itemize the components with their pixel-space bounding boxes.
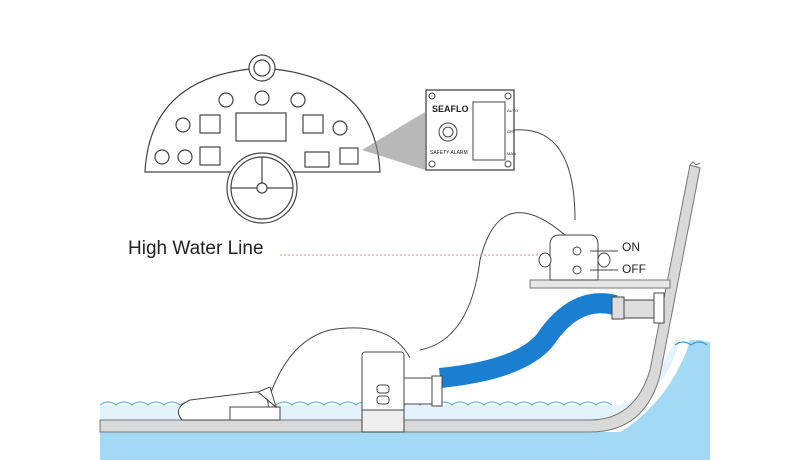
helm-dashboard: [144, 54, 381, 224]
zoom-beam: [362, 112, 425, 170]
float-switch: [538, 234, 618, 281]
outside-water-bottom: [100, 432, 620, 460]
alarm-brand: SEAFLO: [432, 104, 469, 114]
switch-auto: AUTO: [507, 108, 518, 113]
thru-hull-fitting: [611, 292, 665, 324]
bilge-waterline: [99, 401, 613, 406]
float-switch-on-label: ON: [622, 240, 640, 254]
hull: [99, 164, 701, 433]
safety-alarm-panel: [425, 89, 515, 171]
hull-torn-edge: [689, 161, 701, 166]
float-switch-off-label: OFF: [622, 262, 646, 276]
outside-water-body: [600, 340, 710, 460]
discharge-hose: [439, 293, 618, 388]
alarm-caption: SAFETY ALARM: [430, 150, 468, 156]
shelf: [529, 279, 671, 289]
outside-waterline: [674, 341, 708, 346]
bilge-float-sensor: [177, 386, 281, 421]
bilge-pump: [361, 351, 443, 433]
switch-man: MAN: [507, 151, 516, 156]
wiring: [269, 129, 576, 396]
high-water-line-label: High Water Line: [128, 238, 264, 259]
switch-off: OFF: [507, 129, 516, 134]
